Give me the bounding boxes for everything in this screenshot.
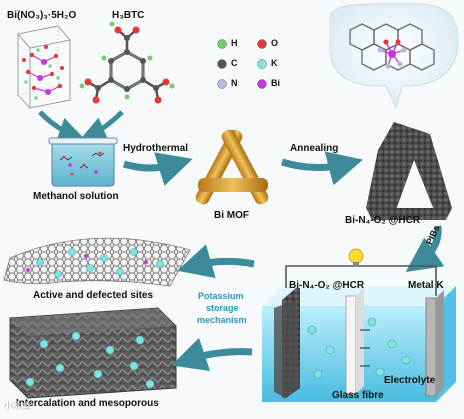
precursor-salt-label: Bi(NO₃)₃·5H₂O [7,10,77,21]
annealing-arrow [280,151,363,186]
watermark: 小木虫 [4,402,32,412]
legend-dot-o [257,39,267,49]
linker-label: H₃BTC [112,10,145,21]
arrow-to-beaker-right [80,110,124,141]
methanol-label: Methanol solution [33,191,119,202]
bi-mof-rods [195,129,269,205]
legend-dot-k [257,59,267,69]
h3btc-molecule [79,21,175,104]
legend-dot-bi [257,79,267,89]
legend-label-n: N [231,78,238,88]
legend-label-c: C [231,58,238,68]
mechanism-line-3: mechanism [197,315,247,325]
mechanism-line-2: storage [206,303,239,313]
arrow-to-beaker-left [38,110,84,142]
active-sites-label: Active and defected sites [33,290,154,301]
metal-k-label: Metal K [408,280,444,291]
arrow-to-intercalation [171,337,253,372]
beaker [48,137,118,187]
intercalation-label: Intercalation and mesoporous [16,398,159,409]
legend-label-k: K [271,58,278,68]
mechanism-line-1: Potassium [198,291,244,301]
legend-dot-c [217,59,227,69]
crystal-structure-illustration [17,25,71,110]
legend-label-bi: Bi [271,78,280,88]
atomic-structure-bubble [329,3,459,110]
legend-dot-n [217,79,227,89]
product-label: Bi-N₄-O₂ @HCR [345,215,421,226]
defected-graphene-sheet [3,237,191,287]
arrow-to-active-sites [177,244,255,279]
electrolyte-label: Electrolyte [384,375,436,386]
element-legend [217,39,267,89]
legend-label-o: O [271,38,279,48]
cell-anode-label: Bi-N₄-O₂ @HCR [289,280,365,291]
legend-dot-h [217,39,227,49]
hydrothermal-label: Hydrothermal [123,143,189,154]
pibs-arrow [405,225,445,273]
hydrothermal-arrow [122,152,193,186]
legend-label-h: H [231,38,238,48]
glass-fibre-label: Glass fibre [332,390,384,401]
bi-mof-label: Bi MOF [214,210,249,221]
potassium-ion-cell [262,248,456,402]
annealing-label: Annealing [290,143,339,154]
lightbulb-icon [348,248,364,267]
mesoporous-carbon-block [9,307,177,399]
bi-n4-o2-hcr-structure [366,122,452,220]
